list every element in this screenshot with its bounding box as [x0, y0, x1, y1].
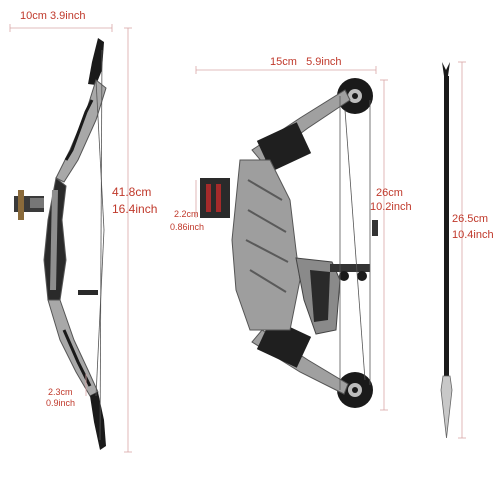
recurve-width-in: 3.9inch: [49, 10, 86, 22]
recurve-grip-cm: 2.3cm: [48, 387, 73, 397]
compound-quiver-in: 0.86inch: [170, 222, 205, 232]
arrow: [440, 62, 453, 439]
compound-height-in: 10.2inch: [370, 201, 412, 213]
recurve-width-label: 10cm 3.9inch: [20, 10, 85, 23]
compound-bow: [200, 78, 378, 408]
dimension-lines: [9, 24, 466, 453]
compound-width-in: 5.9inch: [306, 56, 342, 68]
compound-height-cm: 26cm: [376, 187, 403, 199]
arrow-length-in: 10.4inch: [452, 229, 494, 241]
recurve-grip-in: 0.9inch: [46, 398, 76, 408]
recurve-height-in: 16.4inch: [112, 202, 158, 216]
recurve-height-cm: 41.8cm: [112, 185, 152, 199]
arrow-length-cm: 26.5cm: [452, 213, 489, 225]
recurve-width-cm: 10cm: [20, 10, 47, 22]
compound-width-label: 15cm 5.9inch: [270, 56, 342, 69]
compound-width-cm: 15cm: [270, 56, 297, 68]
compound-quiver-cm: 2.2cm: [174, 209, 199, 219]
